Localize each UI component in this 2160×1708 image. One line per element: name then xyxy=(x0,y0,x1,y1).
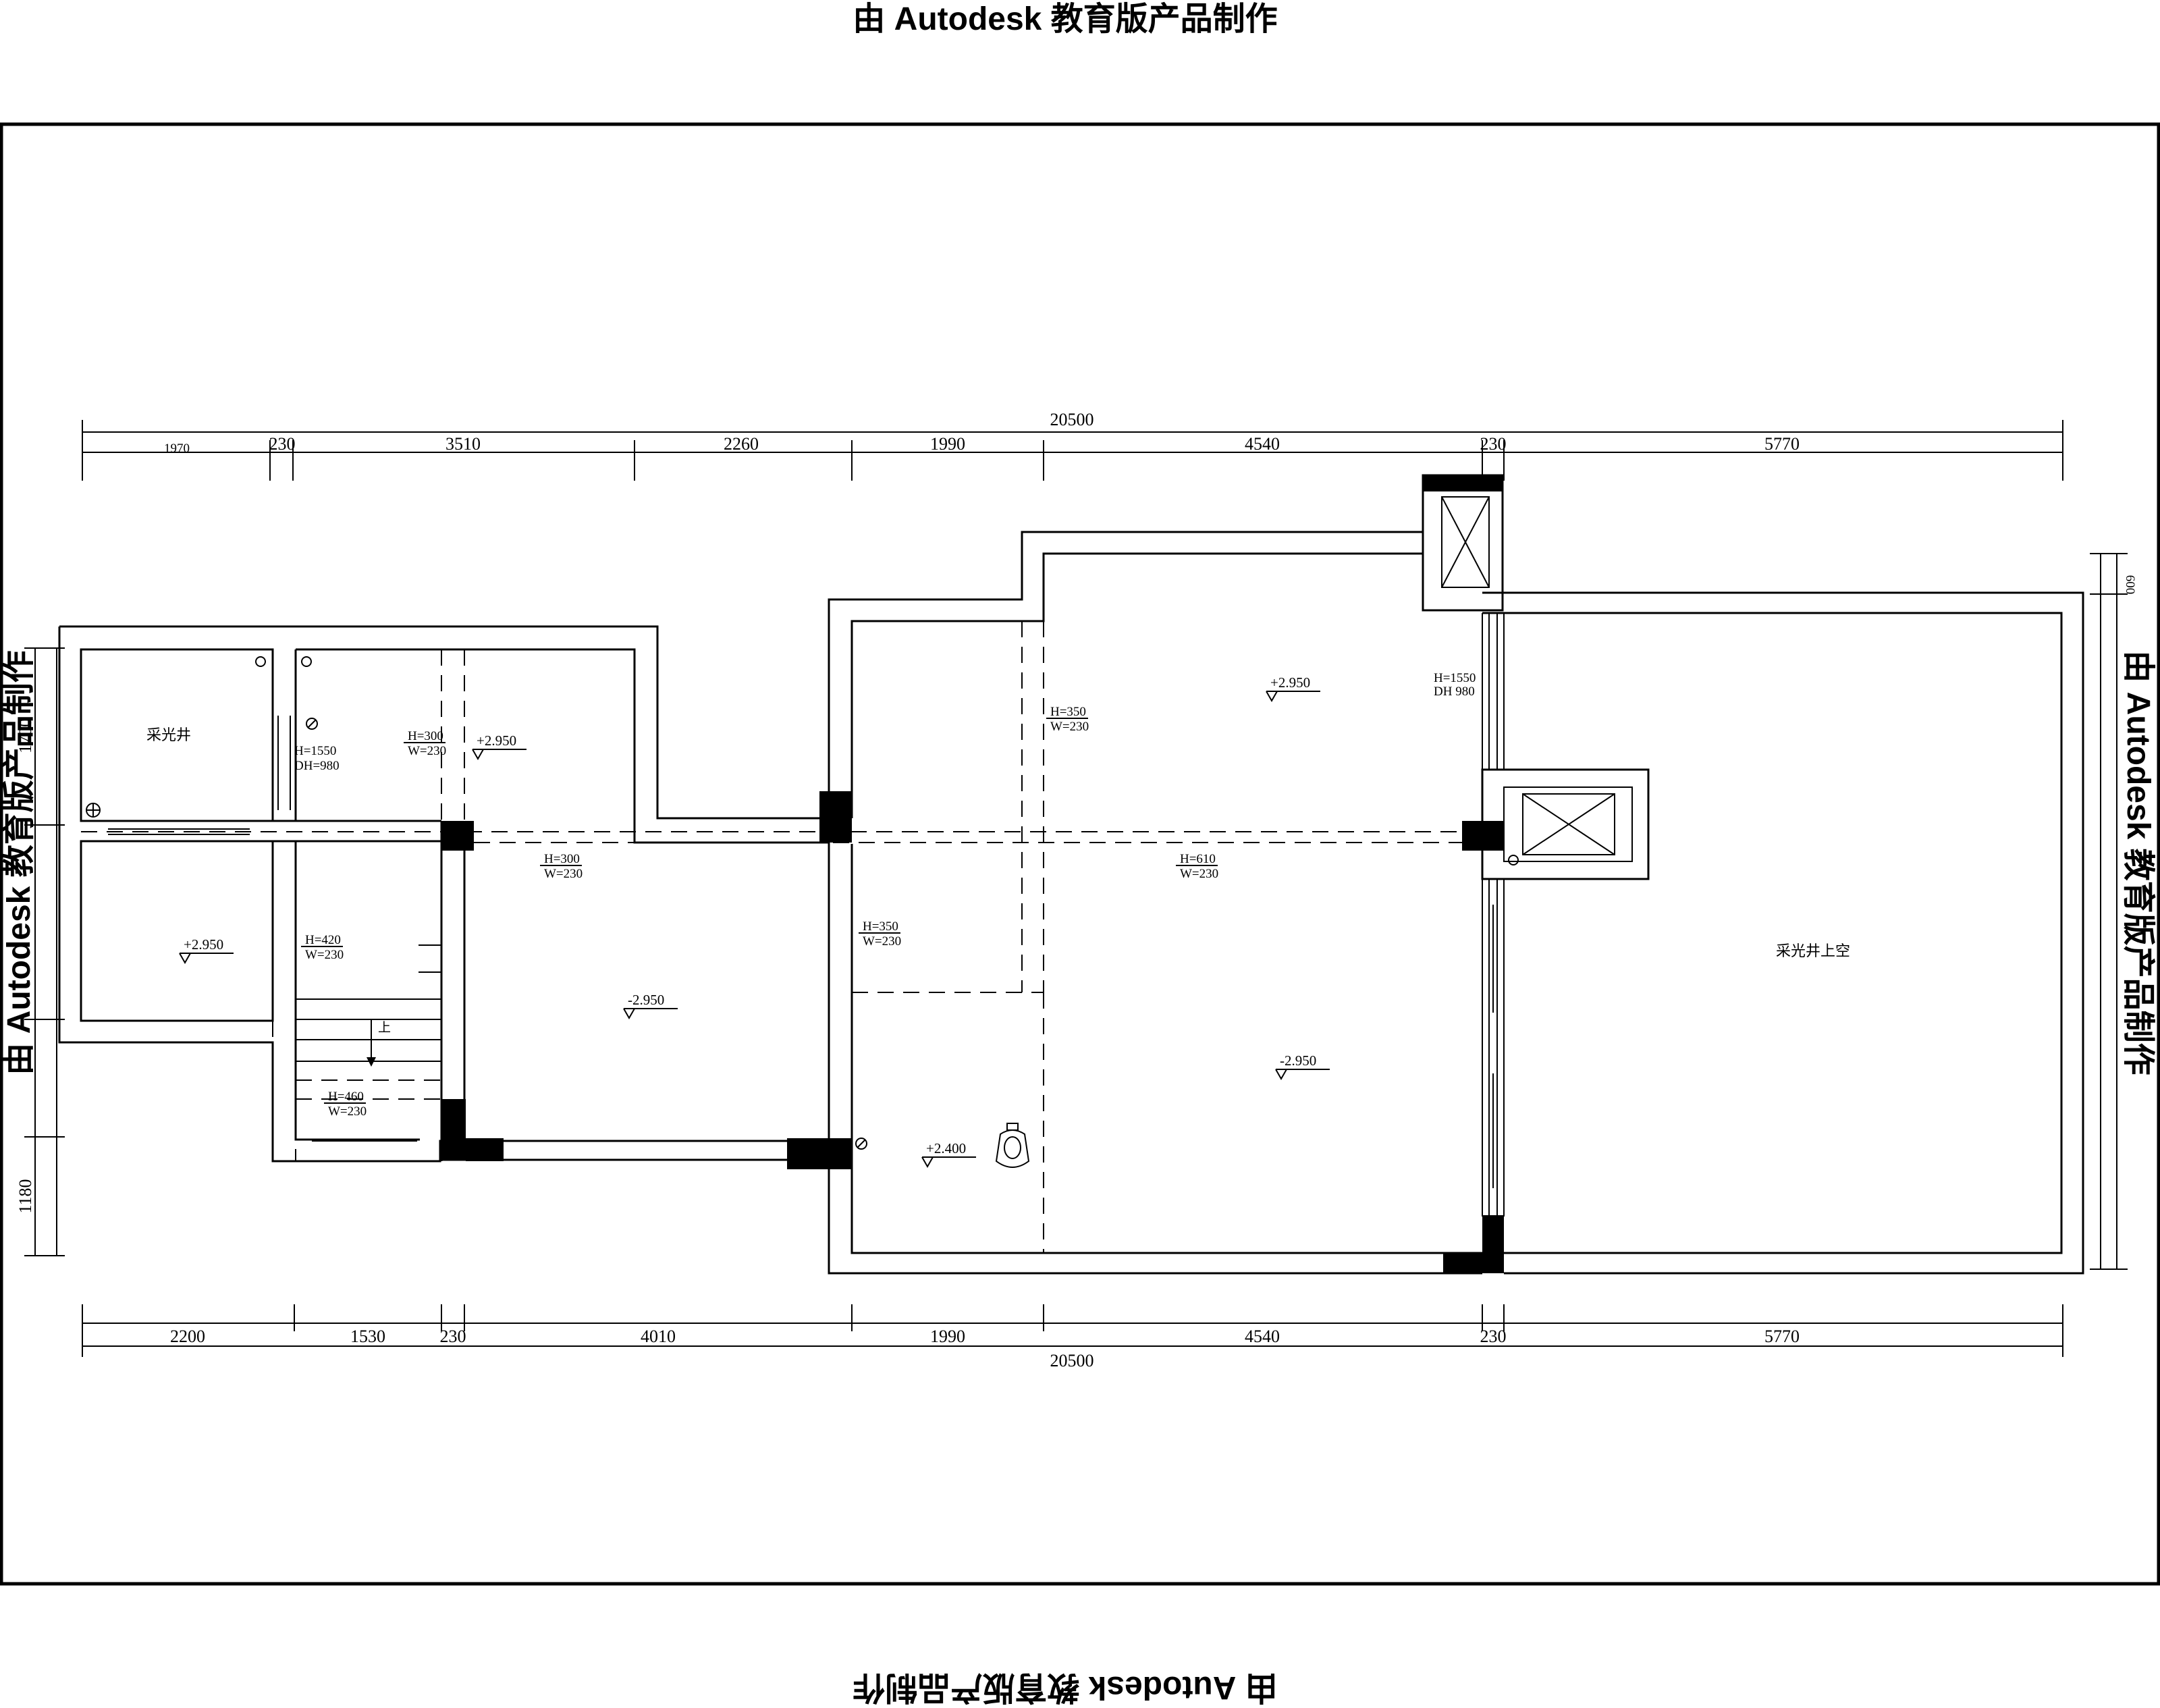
dim-bottom-seg: 230 xyxy=(1480,1327,1507,1346)
beam-label: H=420 W=230 xyxy=(301,933,344,962)
dim-top-seg: 3510 xyxy=(446,434,481,454)
structural-columns xyxy=(441,475,1504,1273)
level-mark: +2.400 xyxy=(921,1140,976,1169)
watermark-left: 由 Autodesk 教育版产品制作 xyxy=(1,650,37,1075)
stair-up-label: 上 xyxy=(378,1020,391,1035)
dim-bottom-total: 20500 xyxy=(1050,1351,1094,1370)
floor-drain-icon xyxy=(255,656,1519,865)
drain-pipe-icon xyxy=(306,718,867,1150)
dim-bottom-seg: 230 xyxy=(440,1327,466,1346)
dim-top-seg: 5770 xyxy=(1764,434,1800,454)
dim-right-seg: 600 xyxy=(2123,575,2137,595)
dim-top-seg: 1990 xyxy=(930,434,965,454)
beam-label: H=460 W=230 xyxy=(324,1090,367,1119)
beam-label: H=300 W=230 xyxy=(404,729,446,758)
dim-top-seg: 1970 xyxy=(164,442,190,456)
svg-text:H=350: H=350 xyxy=(1050,705,1086,719)
svg-text:H=300: H=300 xyxy=(408,729,443,743)
svg-text:H=460: H=460 xyxy=(328,1090,364,1104)
level-mark: +2.950 xyxy=(179,936,234,965)
room-lightwell: 采光井 xyxy=(146,726,191,743)
left-dimension-chain: 1700 1180 xyxy=(16,647,65,1256)
dim-left-seg: 1700 xyxy=(16,718,35,753)
svg-text:DH=980: DH=980 xyxy=(294,759,340,773)
window-label: H=1550 DH 980 xyxy=(1434,671,1476,699)
svg-text:DH 980: DH 980 xyxy=(1434,685,1475,699)
svg-text:W=230: W=230 xyxy=(863,934,901,949)
beam-label: H=350 W=230 xyxy=(1046,705,1089,734)
svg-text:H=300: H=300 xyxy=(544,852,580,866)
level-mark: +2.950 xyxy=(472,732,526,761)
svg-text:H=1550: H=1550 xyxy=(1434,671,1476,685)
svg-text:W=230: W=230 xyxy=(1050,720,1089,734)
svg-text:H=420: H=420 xyxy=(305,933,341,947)
dim-bottom-seg: 4540 xyxy=(1245,1327,1280,1346)
svg-text:-2.950: -2.950 xyxy=(628,992,664,1008)
svg-text:+2.950: +2.950 xyxy=(184,936,223,953)
exterior-walls xyxy=(58,474,2084,1275)
svg-text:W=230: W=230 xyxy=(1180,867,1218,881)
svg-text:-2.950: -2.950 xyxy=(1280,1052,1316,1069)
dim-top-total: 20500 xyxy=(1050,410,1094,429)
svg-text:W=230: W=230 xyxy=(305,948,344,962)
watermark-right: 由 Autodesk 教育版产品制作 xyxy=(2120,650,2156,1075)
dim-bottom-seg: 2200 xyxy=(170,1327,205,1346)
dim-top-seg: 4540 xyxy=(1245,434,1280,454)
svg-text:H=610: H=610 xyxy=(1180,852,1216,866)
watermark-top: 由 Autodesk 教育版产品制作 xyxy=(853,1,1277,37)
beam-label: H=350 W=230 xyxy=(859,919,901,949)
dim-left-seg: 1180 xyxy=(16,1179,35,1213)
level-mark: -2.950 xyxy=(1275,1052,1330,1081)
dim-bottom-seg: 1530 xyxy=(350,1327,385,1346)
level-mark: -2.950 xyxy=(623,992,678,1020)
svg-text:H=350: H=350 xyxy=(863,919,898,934)
svg-text:+2.950: +2.950 xyxy=(477,732,516,749)
drawing-frame xyxy=(0,122,2160,1586)
svg-text:W=230: W=230 xyxy=(328,1104,367,1119)
watermark-bottom: 由 Autodesk 教育版产品制作 xyxy=(853,1670,1277,1705)
beam-label: H=610 W=230 xyxy=(1176,852,1218,881)
dim-top-seg: 230 xyxy=(269,434,296,454)
svg-text:W=230: W=230 xyxy=(408,744,446,758)
svg-text:H=1550: H=1550 xyxy=(294,744,336,758)
svg-text:+2.400: +2.400 xyxy=(926,1140,966,1156)
right-dimension-chain: 600 xyxy=(2090,553,2137,1270)
beam-lines xyxy=(81,621,1462,1253)
squat-toilet-icon xyxy=(995,1123,1030,1168)
dim-bottom-seg: 4010 xyxy=(641,1327,676,1346)
dim-top-seg: 230 xyxy=(1480,434,1507,454)
beam-label: H=300 W=230 xyxy=(540,852,583,881)
room-lightwell-void: 采光井上空 xyxy=(1776,942,1850,959)
svg-text:+2.950: +2.950 xyxy=(1270,674,1310,691)
dim-bottom-seg: 1990 xyxy=(930,1327,965,1346)
outlet-pipe-icon xyxy=(86,803,101,818)
level-mark: +2.950 xyxy=(1266,674,1320,703)
dim-bottom-seg: 5770 xyxy=(1764,1327,1800,1346)
dim-top-seg: 2260 xyxy=(724,434,759,454)
svg-text:W=230: W=230 xyxy=(544,867,583,881)
window-label: H=1550 DH=980 xyxy=(294,744,340,773)
bottom-dimension-chain: 2200 1530 230 4010 1990 4540 230 5770 20… xyxy=(82,1304,2063,1370)
top-dimension-chain: 20500 1970 230 3510 2260 1990 4540 230 5… xyxy=(82,410,2063,481)
